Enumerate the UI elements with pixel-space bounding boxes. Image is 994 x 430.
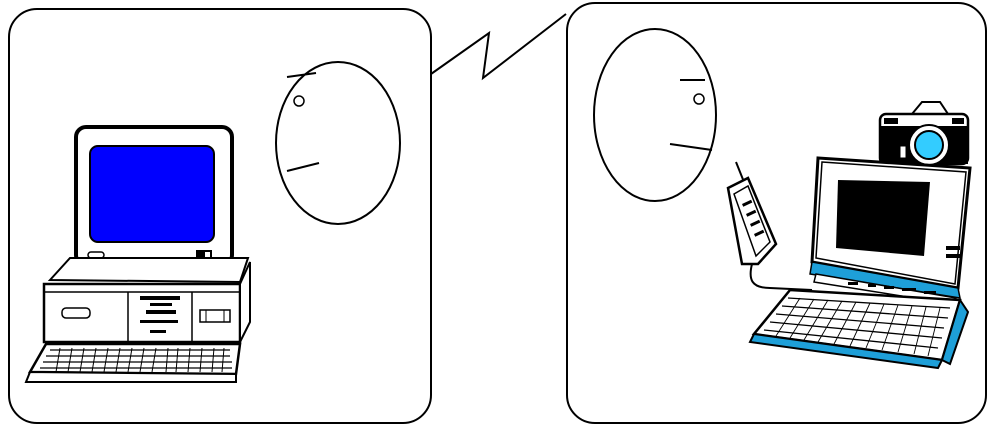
- camera-icon: [878, 101, 970, 166]
- lightning-link-icon: [430, 13, 567, 81]
- desktop-computer-icon: [24, 125, 251, 383]
- laptop-icon: [748, 156, 972, 370]
- right-face-icon: [593, 28, 717, 202]
- keyboard: [27, 342, 242, 376]
- mobile-phone-icon: [726, 161, 813, 291]
- laptop-screen: [836, 180, 930, 256]
- left-face-icon: [275, 61, 401, 225]
- monitor-screen: [89, 145, 215, 243]
